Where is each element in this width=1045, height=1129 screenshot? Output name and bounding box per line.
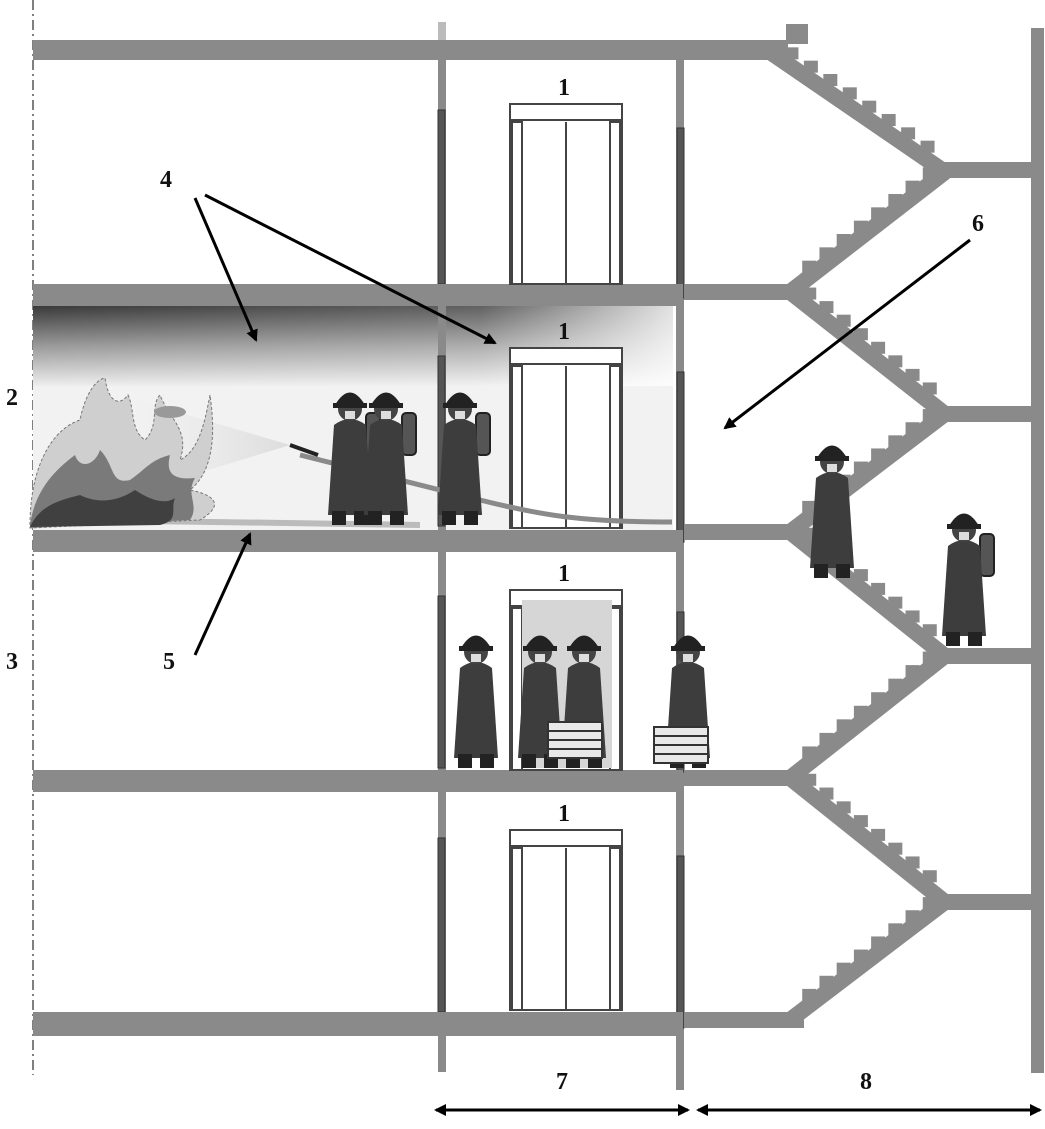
label-stair-space: 6 xyxy=(972,211,984,237)
label-elevator-bottom: 1 xyxy=(558,801,570,827)
label-stairwell: 8 xyxy=(860,1069,872,1095)
door-posts xyxy=(437,109,685,1029)
flight-4 xyxy=(785,407,950,539)
elevator-door-4 xyxy=(509,829,623,1011)
arrow-6 xyxy=(723,238,971,430)
hose-rolls xyxy=(547,721,709,764)
label-floor-below: 3 xyxy=(6,649,18,675)
flight-1 xyxy=(765,45,950,179)
elevator-doors xyxy=(509,103,623,1011)
firefighter-stairs-1 xyxy=(810,445,854,578)
label-elevator-top: 1 xyxy=(558,75,570,101)
firefighter-stairs-2 xyxy=(942,513,995,646)
arrow-4a xyxy=(193,197,258,342)
flight-3 xyxy=(785,285,950,421)
elevator-door-1 xyxy=(509,103,623,285)
wall-right xyxy=(676,40,684,1090)
flight-7 xyxy=(785,771,950,909)
fire xyxy=(29,377,215,529)
stair-landings xyxy=(684,24,1040,1028)
arrow-4b xyxy=(204,193,497,345)
annotation-arrows xyxy=(193,193,1042,1116)
nozzle xyxy=(289,443,319,457)
label-lift-lobby: 7 xyxy=(556,1069,568,1095)
label-fire-floor: 2 xyxy=(6,385,18,411)
arrow-5 xyxy=(193,532,252,656)
label-smoke-layer: 4 xyxy=(160,167,172,193)
stair-flights xyxy=(765,45,950,1027)
label-elevator-fire-floor: 1 xyxy=(558,319,570,345)
wall-left-top xyxy=(438,22,446,50)
elevator-door-2 xyxy=(509,347,623,529)
label-floor-level: 5 xyxy=(163,649,175,675)
firefighter-hose xyxy=(438,392,491,525)
flight-2 xyxy=(785,165,950,299)
label-elevator-occupied: 1 xyxy=(558,561,570,587)
flight-6 xyxy=(785,649,950,785)
floor-slabs xyxy=(33,40,788,1036)
wall-stair-outer xyxy=(1031,28,1044,1073)
firefighter-assist xyxy=(364,392,417,525)
flight-8 xyxy=(785,895,950,1027)
firefighter-lobby xyxy=(454,635,498,768)
